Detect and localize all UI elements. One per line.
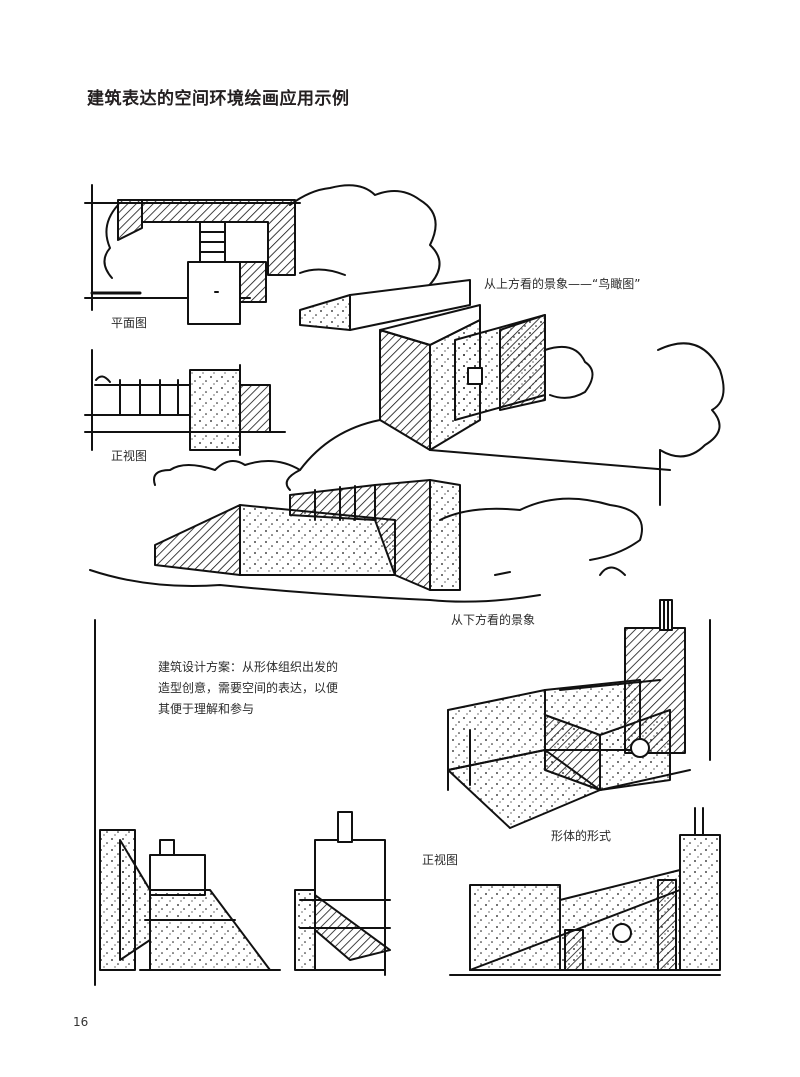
- label-birds-eye: 从上方看的景象——“鸟瞰图”: [484, 277, 641, 291]
- form-drawing: [94, 599, 711, 986]
- page-number: 16: [73, 1015, 89, 1029]
- front-view-bottom-drawing: [99, 807, 721, 976]
- page-title: 建筑表达的空间环境绘画应用示例: [87, 89, 350, 109]
- worms-eye-drawing: [89, 460, 643, 603]
- plan-drawing: [84, 184, 441, 325]
- label-front-view-top: 正视图: [111, 449, 148, 463]
- front-view-top-drawing: [84, 349, 286, 456]
- birds-eye-drawing: [285, 279, 725, 506]
- label-front-view-bottom: 正视图: [422, 853, 459, 867]
- label-plan: 平面图: [111, 316, 148, 330]
- caption-text: 建筑设计方案：从形体组织出发的造型创意，需要空间的表达，以便其便于理解和参与: [158, 660, 339, 716]
- label-form: 形体的形式: [551, 829, 612, 843]
- label-worms-eye: 从下方看的景象: [451, 613, 536, 627]
